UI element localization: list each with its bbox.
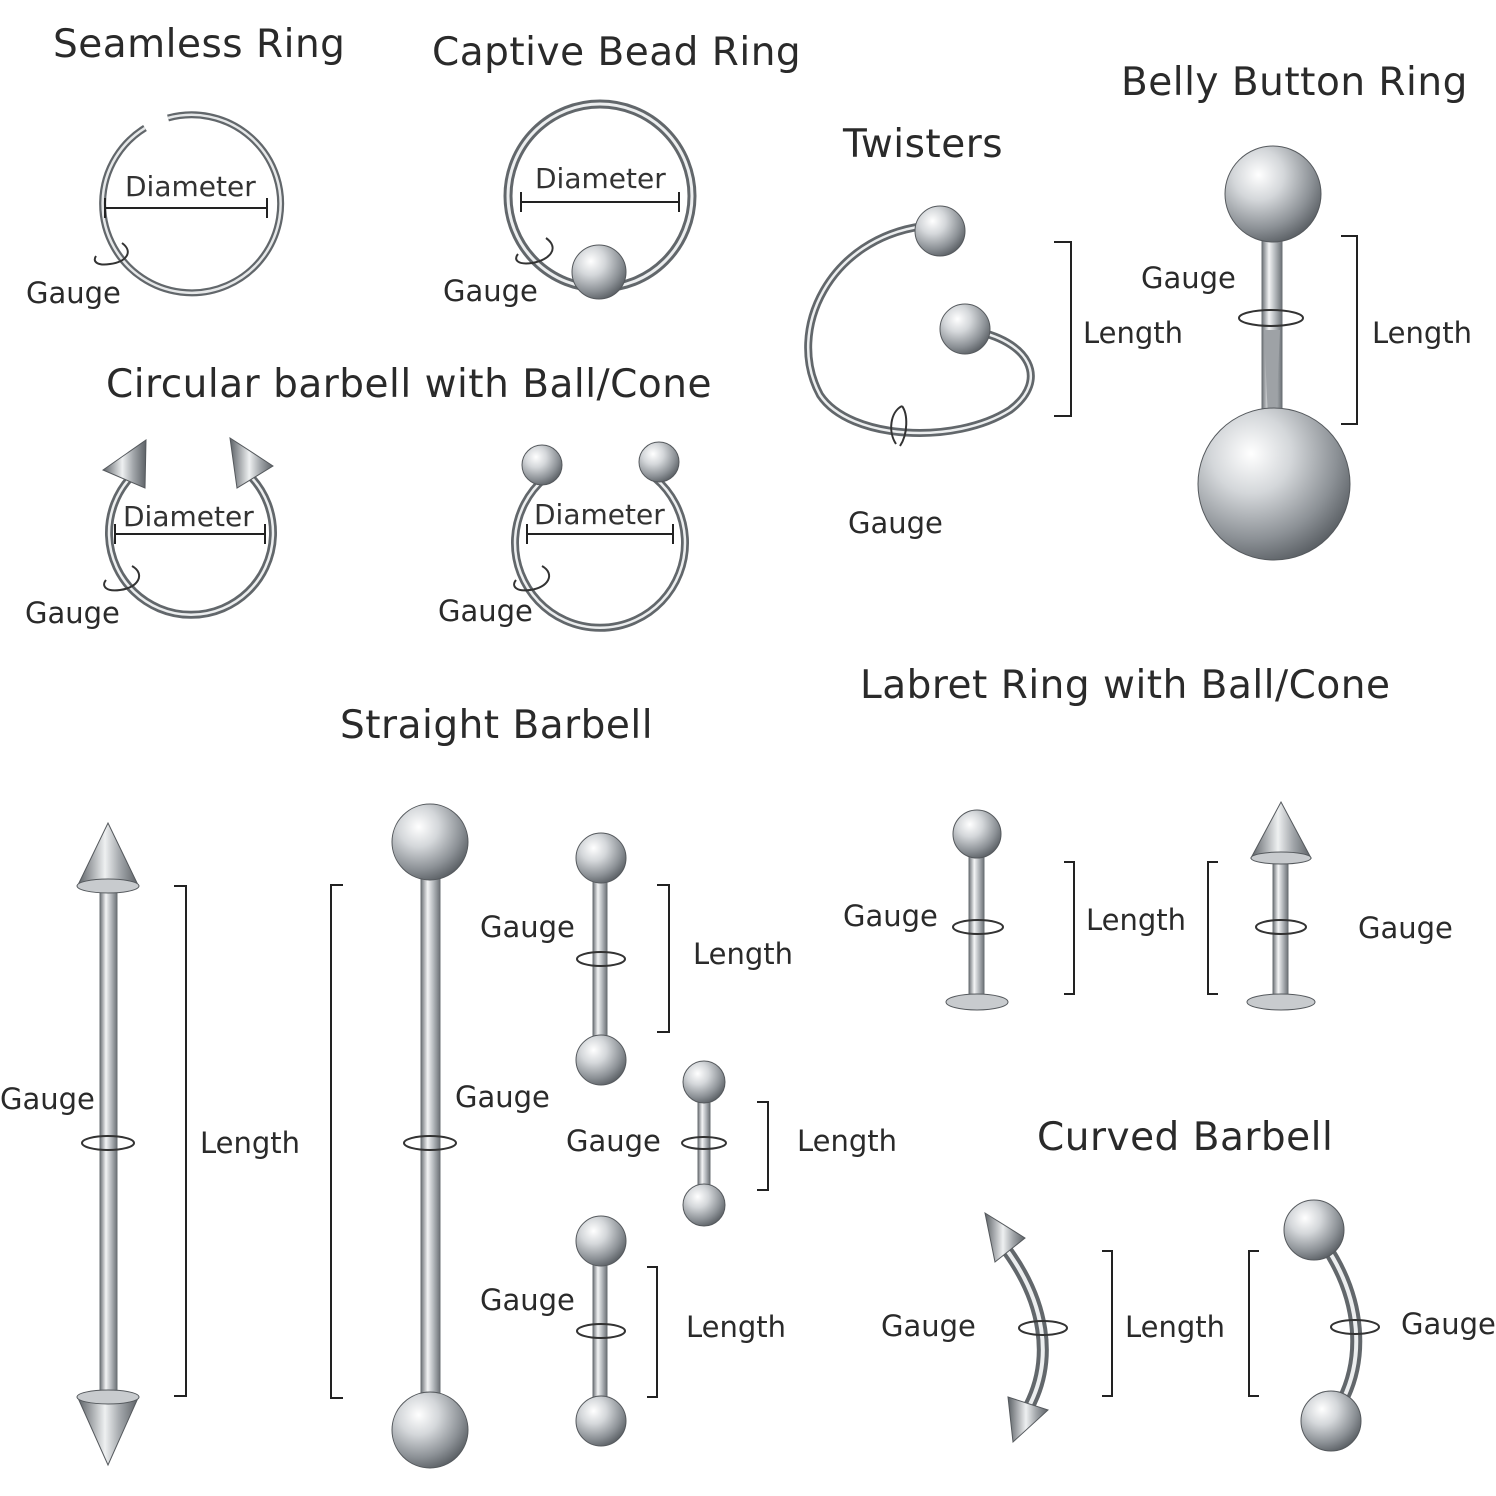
title-straight-barbell: Straight Barbell <box>340 703 654 748</box>
gauge-swirl <box>81 1135 135 1151</box>
length-label: Length <box>797 1124 898 1158</box>
gauge-swirl <box>890 405 908 447</box>
circular-barbell-ball-illustration <box>511 441 689 632</box>
gauge-label: Gauge <box>455 1080 550 1114</box>
gauge-swirl <box>1238 309 1304 327</box>
curved-barbell-cone-illustration <box>984 1211 1113 1444</box>
length-label: Length <box>1372 316 1473 350</box>
length-bracket <box>1064 861 1075 995</box>
title-seamless-ring: Seamless Ring <box>53 22 346 67</box>
gauge-swirl <box>576 1323 626 1339</box>
gauge-label: Gauge <box>480 1283 575 1317</box>
belly-button-ring-illustration <box>1197 145 1358 561</box>
labret-ball-illustration <box>945 809 1075 1011</box>
diameter-label: Diameter <box>535 162 666 195</box>
length-label: Length <box>693 937 794 971</box>
length-label: Length <box>1086 903 1187 937</box>
twisters-illustration <box>804 205 1072 447</box>
gauge-swirl <box>681 1136 727 1150</box>
circular-barbell-cone-illustration <box>101 436 277 619</box>
length-label: Length <box>1083 316 1184 350</box>
length-bracket <box>757 1101 769 1191</box>
straight-barbell-medium2-illustration <box>575 1215 658 1447</box>
gauge-label: Gauge <box>1358 911 1453 945</box>
gauge-label: Gauge <box>1141 261 1236 295</box>
diameter-label: Diameter <box>534 498 665 531</box>
gauge-swirl <box>1018 1320 1068 1336</box>
length-bracket <box>657 884 670 1033</box>
length-label: Length <box>1125 1310 1226 1344</box>
length-bracket <box>1207 861 1218 995</box>
diameter-label: Diameter <box>123 500 254 533</box>
diameter-label: Diameter <box>125 170 256 203</box>
length-bracket <box>1102 1250 1113 1397</box>
title-labret-ring: Labret Ring with Ball/Cone <box>860 663 1391 708</box>
gauge-swirl <box>952 919 1004 935</box>
gauge-swirl <box>1255 919 1307 935</box>
gauge-swirl <box>576 951 626 967</box>
length-bracket <box>647 1266 658 1398</box>
length-bracket <box>174 885 187 1397</box>
gauge-label: Gauge <box>843 899 938 933</box>
gauge-label: Gauge <box>25 596 120 630</box>
title-twisters: Twisters <box>843 122 1004 167</box>
straight-barbell-small-illustration <box>681 1060 769 1227</box>
gauge-swirl <box>515 237 554 265</box>
title-belly-button-ring: Belly Button Ring <box>1121 60 1468 105</box>
gauge-label: Gauge <box>443 274 538 308</box>
gauge-label: Gauge <box>881 1309 976 1343</box>
gauge-label: Gauge <box>1401 1307 1496 1341</box>
gauge-label: Gauge <box>26 276 121 310</box>
straight-barbell-medium-illustration <box>575 832 670 1086</box>
captive-bead-ring-illustration <box>503 99 697 300</box>
length-label: Length <box>200 1126 301 1160</box>
seamless-ring-illustration <box>93 111 285 297</box>
title-captive-bead-ring: Captive Bead Ring <box>432 30 802 75</box>
title-circular-barbell: Circular barbell with Ball/Cone <box>106 362 712 407</box>
gauge-label: Gauge <box>480 910 575 944</box>
length-bracket <box>1054 241 1072 417</box>
gauge-label: Gauge <box>0 1082 95 1116</box>
gauge-swirl <box>93 242 129 266</box>
length-bracket <box>330 884 343 1399</box>
gauge-label: Gauge <box>438 594 533 628</box>
gauge-swirl <box>513 565 551 592</box>
gauge-label: Gauge <box>848 506 943 540</box>
gauge-swirl <box>103 565 141 592</box>
labret-cone-illustration <box>1207 800 1316 1011</box>
straight-barbell-cone-illustration <box>76 821 187 1467</box>
curved-barbell-ball-illustration <box>1248 1199 1380 1452</box>
gauge-swirl <box>403 1135 457 1151</box>
gauge-label: Gauge <box>566 1124 661 1158</box>
length-bracket <box>1248 1250 1259 1397</box>
length-label: Length <box>686 1310 787 1344</box>
gauge-swirl <box>1330 1319 1380 1335</box>
straight-barbell-ball-illustration <box>330 803 469 1469</box>
title-curved-barbell: Curved Barbell <box>1037 1115 1334 1160</box>
length-bracket <box>1341 235 1358 425</box>
